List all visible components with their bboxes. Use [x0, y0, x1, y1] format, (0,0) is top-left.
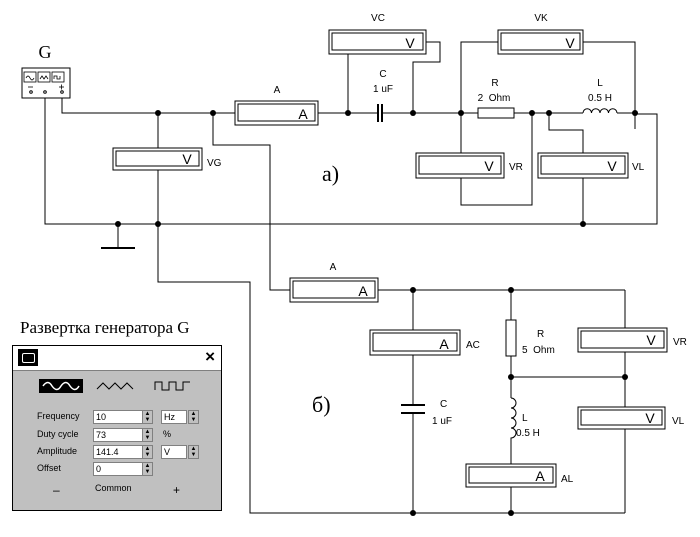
ammeter-a-symbol: A: [298, 106, 308, 122]
inductor-l-a: [582, 108, 618, 114]
ammeter-a-b: A: [289, 277, 379, 303]
voltmeter-vk-name: VK: [534, 13, 548, 24]
capacitor-c-a: [377, 104, 383, 122]
voltmeter-vl-b-symbol: V: [645, 410, 655, 426]
voltmeter-vl-b-name: VL: [672, 416, 685, 427]
ammeter-a-b-name: A: [330, 262, 337, 273]
ammeter-a-name: A: [274, 85, 281, 96]
duty-cycle-input[interactable]: 73: [93, 428, 143, 442]
junction-dots: [115, 110, 638, 516]
amplitude-spinner[interactable]: ▲▼: [142, 445, 153, 459]
common-terminal[interactable]: Common: [95, 483, 132, 493]
ammeter-al-symbol: A: [535, 468, 545, 484]
minus-terminal[interactable]: –: [53, 483, 60, 497]
part-a-label: а): [322, 161, 339, 186]
generator-panel-header: ×: [13, 346, 221, 371]
generator-caption: Развертка генератора G: [20, 318, 190, 337]
voltmeter-vg-name: VG: [207, 158, 222, 169]
resistor-r-b-value: 5 Ohm: [522, 345, 555, 356]
voltmeter-vk-symbol: V: [565, 35, 575, 51]
duty-cycle-label: Duty cycle: [37, 429, 79, 439]
sine-wave-button[interactable]: [39, 379, 83, 393]
voltmeter-vl-b: V: [577, 406, 666, 430]
square-wave-button[interactable]: [153, 379, 197, 393]
frequency-unit-select[interactable]: Hz: [161, 410, 187, 424]
duty-cycle-spinner[interactable]: ▲▼: [142, 428, 153, 442]
frequency-spinner[interactable]: ▲▼: [142, 410, 153, 424]
part-b-label: б): [312, 392, 331, 417]
waveform-selector: [35, 379, 215, 395]
resistor-r-b: [505, 319, 517, 357]
inductor-l-b: [510, 397, 517, 444]
ammeter-ac-symbol: A: [439, 336, 449, 352]
ammeter-al-name: AL: [561, 474, 574, 485]
amplitude-unit-select[interactable]: V: [161, 445, 187, 459]
offset-spinner[interactable]: ▲▼: [142, 462, 153, 476]
voltmeter-vl-a-symbol: V: [607, 158, 617, 174]
capacitor-c-b: [401, 404, 425, 414]
capacitor-c-a-value: 1 uF: [373, 84, 393, 95]
amplitude-unit-spinner[interactable]: ▲▼: [188, 445, 199, 459]
amplitude-label: Amplitude: [37, 446, 78, 456]
voltmeter-vr-a: V: [415, 152, 505, 179]
ammeter-ac-name: AC: [466, 340, 480, 351]
offset-input[interactable]: 0: [93, 462, 143, 476]
voltmeter-vr-b: V: [577, 327, 668, 353]
voltmeter-vl-a: V: [537, 152, 629, 179]
voltmeter-vl-a-name: VL: [632, 162, 645, 173]
resistor-r-a-name: R: [491, 78, 498, 89]
voltmeter-vk: V: [497, 29, 584, 55]
inductor-l-a-value: 0.5 H: [588, 93, 612, 104]
ammeter-al: A: [465, 463, 557, 488]
generator-label: G: [39, 42, 52, 62]
capacitor-c-b-value: 1 uF: [432, 416, 452, 427]
amplitude-input[interactable]: 141.4: [93, 445, 143, 459]
capacitor-c-b-name: C: [440, 399, 447, 410]
capacitor-c-a-name: C: [379, 69, 386, 80]
triangle-wave-button[interactable]: [95, 379, 139, 393]
ammeter-a-b-symbol: A: [358, 283, 368, 299]
resistor-r-a-value: 2 Ohm: [478, 93, 511, 104]
voltmeter-vc: V: [328, 29, 427, 55]
inductor-l-b-value: 0.5 H: [516, 428, 540, 439]
voltmeter-vr-a-name: VR: [509, 162, 523, 173]
generator-panel: × Frequency 10 ▲▼ Hz ▲▼ Duty cycle 73 ▲▼…: [12, 345, 222, 511]
voltmeter-vr-b-symbol: V: [646, 332, 656, 348]
frequency-label: Frequency: [37, 411, 80, 421]
frequency-input[interactable]: 10: [93, 410, 143, 424]
generator-g-symbol: [21, 67, 71, 99]
voltmeter-vc-name: VC: [371, 13, 385, 24]
ammeter-a: A: [234, 100, 319, 126]
close-icon[interactable]: ×: [205, 347, 215, 366]
generator-logo-icon: [18, 349, 38, 366]
frequency-unit-spinner[interactable]: ▲▼: [188, 410, 199, 424]
plus-terminal[interactable]: +: [173, 483, 181, 497]
offset-label: Offset: [37, 463, 61, 473]
duty-cycle-unit: %: [163, 429, 172, 439]
voltmeter-vr-a-symbol: V: [484, 158, 494, 174]
resistor-r-b-name: R: [537, 329, 544, 340]
voltmeter-vr-b-name: VR: [673, 337, 687, 348]
ammeter-ac: A: [369, 329, 461, 356]
voltmeter-vc-symbol: V: [405, 35, 415, 51]
inductor-l-b-name: L: [522, 413, 528, 424]
voltmeter-vg-symbol: V: [182, 151, 192, 167]
voltmeter-vg: V: [112, 147, 203, 171]
inductor-l-a-name: L: [597, 78, 603, 89]
resistor-r-a: [477, 107, 515, 119]
